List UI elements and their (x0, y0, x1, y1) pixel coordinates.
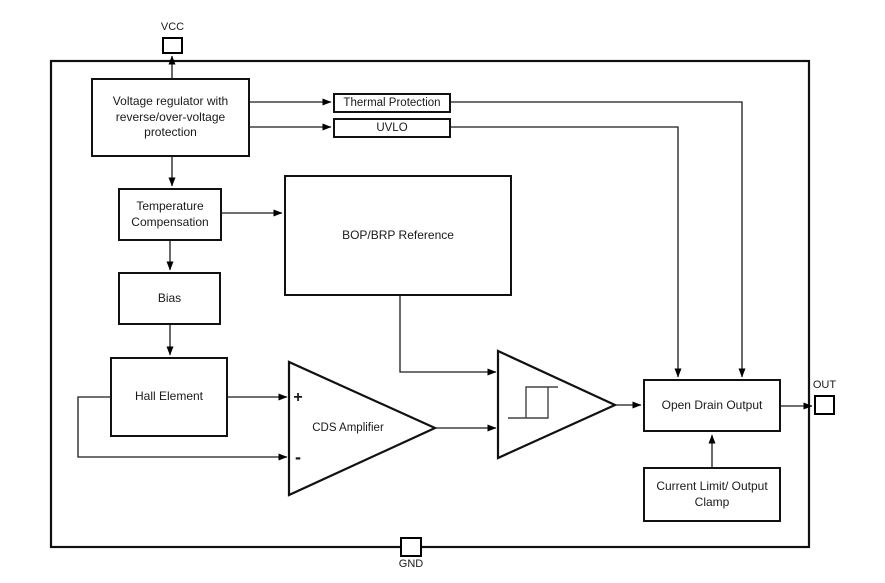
block-hall-element: Hall Element (110, 357, 228, 437)
block-voltage-regulator: Voltage regulator with reverse/over-volt… (91, 78, 250, 157)
cds-amplifier-triangle (287, 360, 438, 497)
block-temperature-compensation: Temperature Compensation (118, 188, 222, 241)
amp-plus-input-label: + (293, 389, 303, 406)
wire-thermal-to-opendrain (451, 101, 746, 378)
amp-minus-input-label: - (295, 447, 301, 467)
block-thermal-protection: Thermal Protection (333, 93, 451, 113)
cds-amplifier-label: CDS Amplifier (312, 422, 384, 434)
block-bias: Bias (118, 272, 221, 325)
out-pin-label: OUT (812, 379, 837, 391)
schmitt-trigger-triangle (496, 349, 618, 460)
block-uvlo: UVLO (333, 118, 451, 138)
hysteresis-icon (508, 386, 558, 419)
gnd-pin (400, 537, 422, 557)
ic-boundary (49, 59, 811, 549)
wire-uvlo-to-opendrain (451, 126, 682, 378)
block-current-limit-output-clamp: Current Limit/ Output Clamp (643, 467, 781, 522)
wire-hall-to-amp-minus (77, 396, 288, 461)
gnd-pin-label: GND (398, 558, 424, 570)
out-pin (814, 395, 835, 415)
vcc-pin (162, 37, 183, 54)
wire-bop-to-schmitt (399, 296, 497, 376)
vcc-pin-label: VCC (160, 21, 185, 33)
block-open-drain-output: Open Drain Output (643, 379, 781, 432)
block-bop-brp-reference: BOP/BRP Reference (284, 175, 512, 296)
